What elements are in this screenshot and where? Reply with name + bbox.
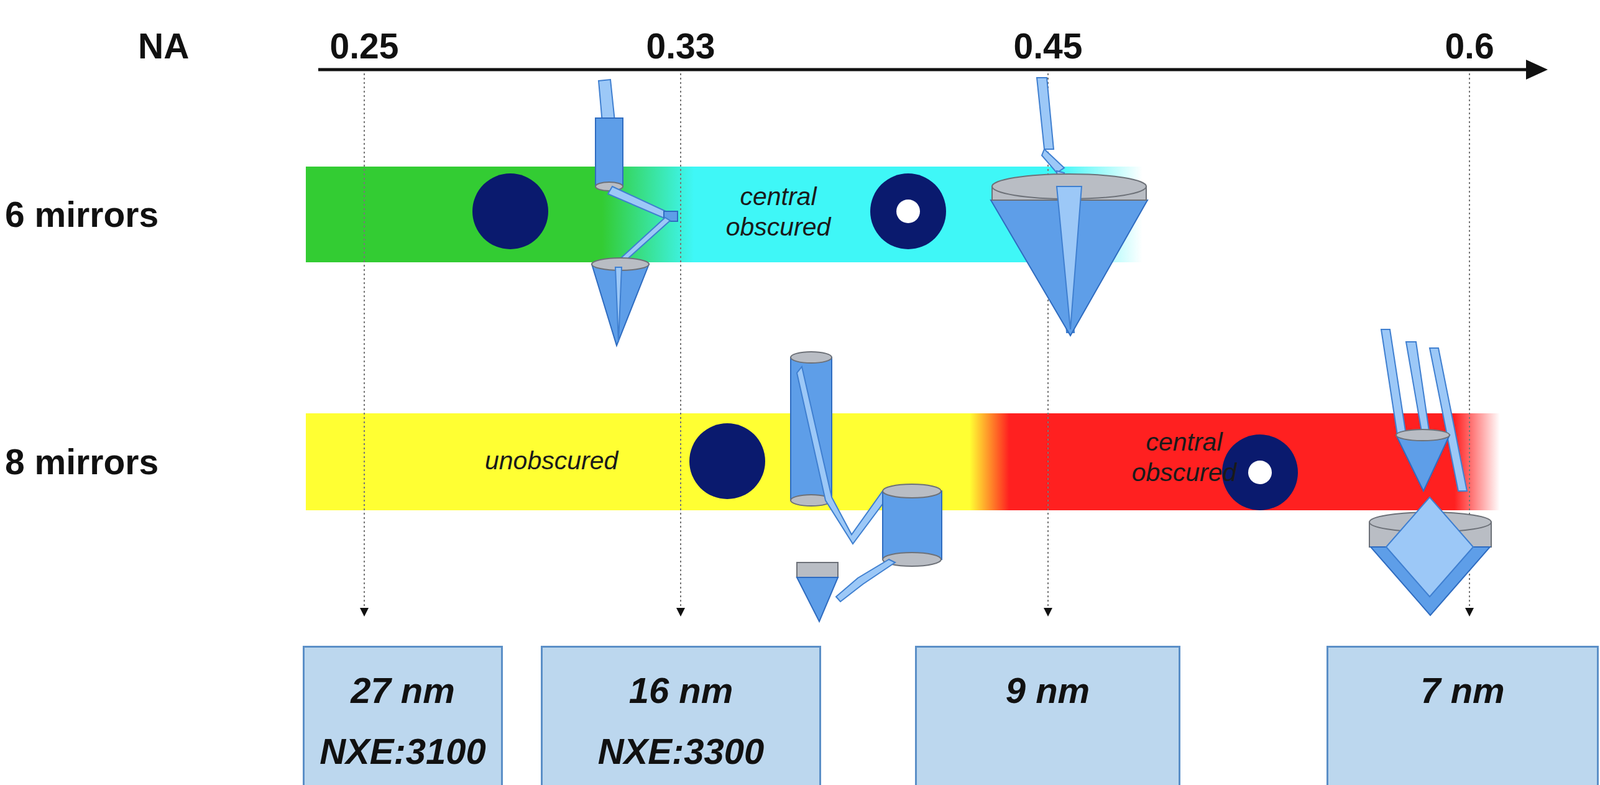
mirror-system-6-obscured-part — [1036, 77, 1054, 150]
node-box: 9 nm — [914, 645, 1181, 785]
band-region: central obscured — [1000, 413, 1500, 511]
mirror-system-8-unobscured-part — [796, 366, 888, 544]
tick-leaders — [364, 73, 1470, 608]
mirror-system-6-unobscured-part — [615, 267, 622, 342]
mirror-system-6-unobscured — [591, 79, 678, 346]
mirror-system-8-obscured-part — [1381, 329, 1407, 436]
pupil-symbols-part — [472, 173, 549, 250]
axis-tick-label: 0.45 — [1013, 24, 1083, 68]
mirror-system-8-obscured-part — [1406, 341, 1430, 436]
band-label: central obscured — [1125, 427, 1244, 488]
node-label: NXE:3300 — [597, 729, 765, 774]
band-grounds — [305, 166, 1500, 511]
pupil-symbols-part — [870, 173, 947, 250]
tick-arrowheads-part — [359, 607, 369, 617]
node-box: 7 nm — [1326, 645, 1599, 785]
mirror-system-6-obscured — [990, 77, 1148, 336]
tick-arrowheads-part — [1043, 607, 1053, 617]
mirror-system-8-obscured — [1369, 329, 1492, 616]
mirror-system-6-unobscured-part — [591, 264, 649, 346]
na-axis — [318, 59, 1548, 80]
mirror-system-6-obscured-part — [1056, 186, 1082, 330]
tick-arrowheads-part — [1465, 607, 1474, 617]
band-region: central obscured — [305, 166, 1143, 263]
node-label: 7 nm — [1420, 668, 1505, 713]
mirror-system-8-obscured-part — [1429, 348, 1467, 492]
mirror-system-8-obscured-part — [1386, 497, 1474, 597]
axis-tick-label: 0.6 — [1444, 24, 1494, 68]
mirror-system-8-unobscured-part — [882, 491, 942, 560]
node-label: 9 nm — [1005, 668, 1090, 713]
node-box: 27 nm NXE:3100 — [302, 645, 503, 785]
node-label: 27 nm — [350, 668, 456, 713]
mirror-system-6-unobscured-part — [595, 118, 623, 187]
pupil-symbols-part — [896, 199, 920, 224]
row-label: 8 mirrors — [4, 440, 159, 483]
mirror-system-8-unobscured-part — [796, 562, 838, 578]
axis-tick-label: 0.33 — [646, 24, 716, 68]
na-axis-part — [318, 68, 1533, 72]
tick-leaders-part — [680, 73, 682, 608]
mirror-system-6-obscured-part — [1041, 149, 1065, 173]
band-label: unobscured — [484, 445, 618, 477]
mirror-system-6-unobscured-part — [614, 217, 671, 265]
row-label: 6 mirrors — [4, 193, 159, 236]
axis-title: NA — [137, 24, 189, 68]
mirror-system-8-unobscured-part — [836, 559, 896, 602]
mirror-system-8-unobscured-part — [790, 351, 832, 364]
pupil-symbols-part — [1248, 460, 1272, 485]
mirror-system-6-unobscured-part — [607, 186, 673, 221]
pupil-symbols-part — [689, 423, 766, 500]
mirror-system-8-unobscured-part — [882, 484, 942, 498]
band-region: unobscured — [305, 413, 980, 511]
axis-tick-label: 0.25 — [330, 24, 400, 68]
tick-leaders-part — [363, 73, 365, 608]
mirror-system-8-unobscured-part — [796, 577, 838, 622]
pupil-symbols — [472, 173, 1298, 511]
node-label: 16 nm — [629, 668, 734, 713]
mirror-system-8-obscured-part — [1396, 429, 1450, 441]
band-label: central obscured — [719, 181, 838, 243]
band-8-mirrors — [305, 413, 1500, 511]
tick-arrowheads-part — [676, 607, 686, 617]
mirror-system-8-obscured-part — [1396, 435, 1450, 492]
node-box: 16 nm NXE:3300 — [540, 645, 822, 785]
tick-arrowheads — [359, 607, 1474, 617]
mirror-system-8-unobscured — [790, 351, 942, 622]
na-axis-part — [1526, 59, 1548, 80]
node-label: NXE:3100 — [319, 729, 487, 774]
